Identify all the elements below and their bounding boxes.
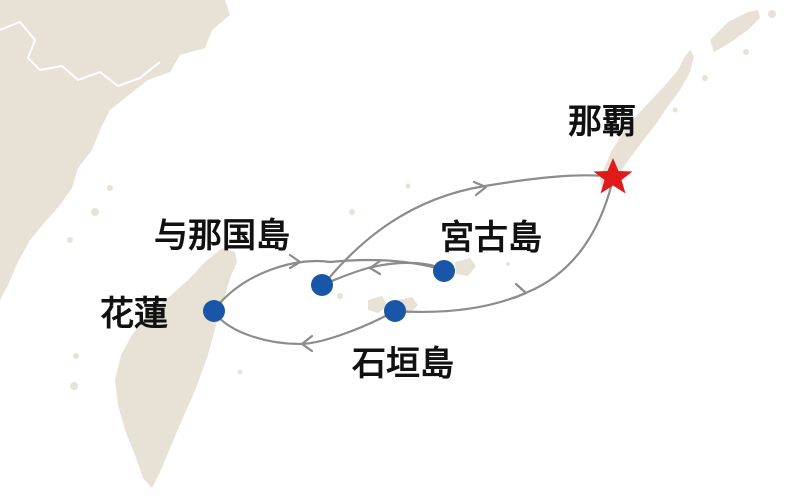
amami-island bbox=[710, 10, 760, 52]
route-ishigaki-hualien bbox=[213, 310, 396, 346]
land-layer bbox=[0, 0, 776, 488]
yonaguni-label: 与那国島 bbox=[154, 216, 290, 256]
islet bbox=[107, 185, 113, 191]
miyako-island bbox=[455, 258, 476, 276]
islet bbox=[67, 237, 73, 243]
yonaguni-port-marker bbox=[311, 274, 333, 296]
route-naha-miyako bbox=[527, 182, 614, 294]
route-hualien-yonaguni bbox=[213, 259, 331, 311]
arrow-west bbox=[300, 334, 314, 353]
arrow-west-upper bbox=[368, 259, 382, 276]
miyako-port-marker bbox=[433, 260, 455, 282]
route-yonaguni-miyako-west bbox=[329, 259, 445, 272]
hualien-label: 花蓮 bbox=[100, 294, 168, 334]
ishigaki-label: 石垣島 bbox=[351, 344, 454, 384]
route-yonaguni-naha bbox=[323, 174, 613, 285]
mainland-landmass bbox=[0, 0, 230, 300]
islet bbox=[702, 75, 708, 81]
islet bbox=[91, 208, 99, 216]
hualien-port-marker bbox=[203, 300, 225, 322]
islet bbox=[672, 107, 678, 113]
islet bbox=[73, 353, 79, 359]
arrow-southwest bbox=[512, 282, 528, 300]
naha-label: 那覇 bbox=[568, 102, 636, 142]
islet bbox=[768, 10, 776, 18]
miyako-label: 宮古島 bbox=[440, 218, 542, 258]
arrow-layer bbox=[288, 180, 528, 353]
islet bbox=[237, 369, 243, 375]
naha-star-icon bbox=[593, 158, 633, 194]
islet bbox=[405, 183, 411, 189]
label-layer: 那覇 宮古島 与那国島 石垣島 花蓮 bbox=[100, 102, 636, 384]
arrow-east bbox=[288, 253, 302, 270]
taiwan-landmass bbox=[115, 248, 237, 488]
ishigaki-port-marker bbox=[384, 300, 406, 322]
arrow-northeast bbox=[472, 180, 488, 197]
iriomote-island bbox=[368, 296, 388, 313]
province-border bbox=[0, 20, 161, 88]
islet bbox=[70, 382, 78, 390]
islet bbox=[337, 293, 343, 299]
islet bbox=[743, 49, 749, 55]
okinawa-landmass bbox=[600, 50, 694, 190]
marker-layer bbox=[203, 158, 633, 322]
route-miyako-yonaguni-loop bbox=[323, 261, 445, 286]
route-layer bbox=[213, 174, 614, 346]
islet bbox=[506, 262, 510, 266]
islet bbox=[349, 209, 355, 215]
